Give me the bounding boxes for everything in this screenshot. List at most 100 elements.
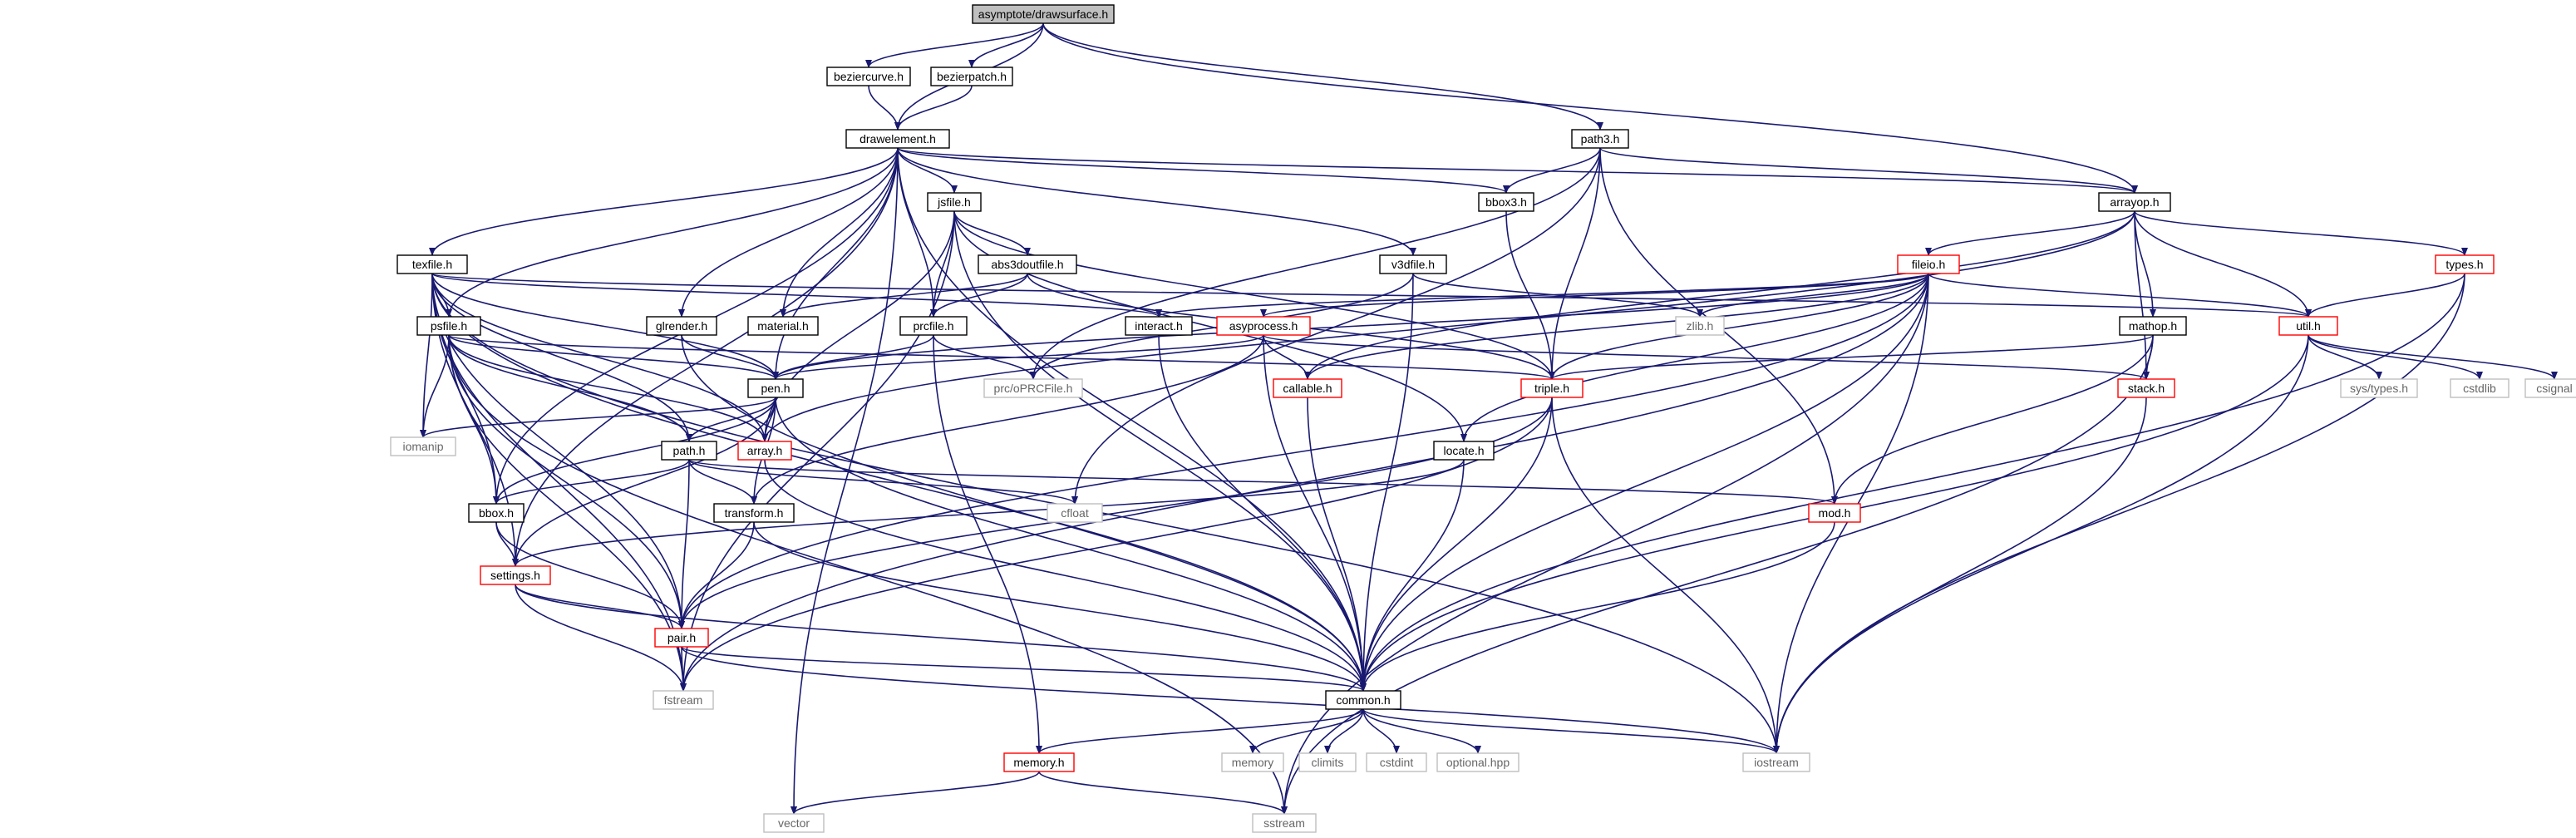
node-common[interactable]: common.h <box>1325 690 1401 710</box>
node-stack[interactable]: stack.h <box>2117 378 2175 398</box>
node-pen[interactable]: pen.h <box>747 378 804 398</box>
node-beziercurve[interactable]: beziercurve.h <box>826 67 911 86</box>
node-types[interactable]: types.h <box>2435 254 2495 274</box>
edge-jsfile-to-abs3doutfile <box>953 210 1031 256</box>
node-drawelement[interactable]: drawelement.h <box>845 129 950 149</box>
node-cfloat[interactable]: cfloat <box>1047 503 1103 523</box>
node-label-vector: vector <box>778 816 810 830</box>
node-climits[interactable]: climits <box>1298 752 1357 772</box>
node-fstream[interactable]: fstream <box>653 690 714 710</box>
edge-jsfile-to-triple <box>953 210 1555 380</box>
node-triple[interactable]: triple.h <box>1520 378 1584 398</box>
node-box-prcfile <box>899 316 968 336</box>
node-label-drawelement: drawelement.h <box>859 132 936 145</box>
node-box-zlib <box>1675 316 1725 336</box>
node-material[interactable]: material.h <box>747 316 819 336</box>
edge-psfile-to-sstream <box>448 334 1288 815</box>
node-bbox[interactable]: bbox.h <box>468 503 525 523</box>
node-locate[interactable]: locate.h <box>1433 441 1495 461</box>
edge-locate-to-settings <box>512 459 1465 567</box>
node-path[interactable]: path.h <box>661 441 717 461</box>
node-settings[interactable]: settings.h <box>480 565 551 585</box>
node-box-v3dfile <box>1379 254 1447 274</box>
edge-arrayop-to-types <box>2134 210 2468 256</box>
edge-settings-to-common <box>515 584 1367 692</box>
node-box-util <box>2278 316 2338 336</box>
edge-texfile-to-bbox <box>431 273 500 505</box>
node-box-systypes <box>2340 378 2418 398</box>
node-label-cfloat: cfloat <box>1061 506 1089 520</box>
node-v3dfile[interactable]: v3dfile.h <box>1379 254 1447 274</box>
edge-texfile-to-array <box>431 273 768 442</box>
node-box-drawelement <box>845 129 950 149</box>
node-mathop[interactable]: mathop.h <box>2119 316 2187 336</box>
node-box-locate <box>1433 441 1495 461</box>
node-systypes[interactable]: sys/types.h <box>2340 378 2418 398</box>
node-vector[interactable]: vector <box>763 813 825 833</box>
edge-texfile-to-iostream <box>431 273 1780 754</box>
node-glrender[interactable]: glrender.h <box>646 316 717 336</box>
node-label-sstream: sstream <box>1263 816 1305 830</box>
node-cstdint[interactable]: cstdint <box>1366 752 1427 772</box>
node-label-systypes: sys/types.h <box>2350 382 2408 395</box>
node-iomanip[interactable]: iomanip <box>390 436 456 456</box>
node-sstream[interactable]: sstream <box>1252 813 1317 833</box>
edge-triple-to-common <box>1360 397 1553 692</box>
node-box-abs3doutfile <box>978 254 1077 274</box>
node-box-cfloat <box>1047 503 1103 523</box>
node-psfile[interactable]: psfile.h <box>416 316 481 336</box>
node-array[interactable]: array.h <box>737 441 792 461</box>
node-fileio[interactable]: fileio.h <box>1897 254 1960 274</box>
node-box-common <box>1325 690 1401 710</box>
node-drawsurface[interactable]: asymptote/drawsurface.h <box>972 4 1115 24</box>
node-util[interactable]: util.h <box>2278 316 2338 336</box>
node-label-texfile: texfile.h <box>412 258 452 271</box>
node-transform[interactable]: transform.h <box>713 503 795 523</box>
node-memoryh[interactable]: memory.h <box>1003 752 1075 772</box>
node-bezierpatch[interactable]: bezierpatch.h <box>930 67 1013 86</box>
node-callable[interactable]: callable.h <box>1273 378 1342 398</box>
node-abs3doutfile[interactable]: abs3doutfile.h <box>978 254 1077 274</box>
node-asyprocess[interactable]: asyprocess.h <box>1216 316 1311 336</box>
node-mod[interactable]: mod.h <box>1808 503 1861 523</box>
node-pair[interactable]: pair.h <box>654 628 709 648</box>
node-box-memory <box>1221 752 1284 772</box>
node-box-transform <box>713 503 795 523</box>
node-label-material: material.h <box>757 319 808 333</box>
node-interact[interactable]: interact.h <box>1125 316 1193 336</box>
edge-mathop-to-sstream <box>1281 334 2154 815</box>
node-arrayop[interactable]: arrayop.h <box>2098 192 2171 212</box>
node-label-iomanip: iomanip <box>402 440 443 453</box>
edge-drawelement-to-texfile <box>429 147 899 256</box>
node-label-transform: transform.h <box>725 506 784 520</box>
edge-prcfile-to-memoryh <box>933 334 1042 754</box>
edge-beziercurve-to-drawelement <box>868 85 901 131</box>
edge-array-to-common <box>764 459 1367 692</box>
node-prcfileext[interactable]: prc/oPRCFile.h <box>983 378 1083 398</box>
node-label-prcfileext: prc/oPRCFile.h <box>994 382 1073 395</box>
node-bbox3[interactable]: bbox3.h <box>1478 192 1534 212</box>
node-prcfile[interactable]: prcfile.h <box>899 316 968 336</box>
node-iostream[interactable]: iostream <box>1742 752 1810 772</box>
node-cstdlib[interactable]: cstdlib <box>2450 378 2510 398</box>
edge-texfile-to-util <box>431 273 2312 318</box>
edge-arrayop-to-util <box>2134 210 2312 318</box>
edge-fileio-to-util <box>1928 273 2312 318</box>
node-path3[interactable]: path3.h <box>1571 129 1629 149</box>
node-csignal[interactable]: csignal <box>2524 378 2576 398</box>
node-label-interact: interact.h <box>1135 319 1183 333</box>
node-label-beziercurve: beziercurve.h <box>834 70 904 83</box>
node-texfile[interactable]: texfile.h <box>396 254 468 274</box>
edge-drawsurface-to-arrayop <box>1042 22 2138 194</box>
node-memory[interactable]: memory <box>1221 752 1284 772</box>
node-box-interact <box>1125 316 1193 336</box>
edge-locate-to-common <box>1360 459 1465 692</box>
node-label-bbox: bbox.h <box>479 506 514 520</box>
edge-util-to-iostream <box>1773 334 2309 754</box>
node-jsfile[interactable]: jsfile.h <box>927 192 982 212</box>
node-box-material <box>747 316 819 336</box>
node-zlib[interactable]: zlib.h <box>1675 316 1725 336</box>
edge-transform-to-common <box>753 521 1367 692</box>
edge-triple-to-iostream <box>1551 397 1780 754</box>
node-optional[interactable]: optional.hpp <box>1436 752 1519 772</box>
